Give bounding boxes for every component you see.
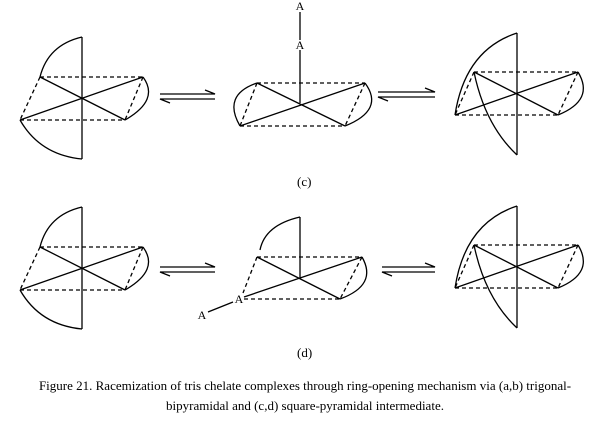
- figure-caption: Figure 21. Racemization of tris chelate …: [0, 376, 610, 416]
- d3-left-edge: [454, 244, 475, 289]
- d3-chelate-arc: [473, 244, 518, 329]
- c1-right-edge: [124, 76, 144, 121]
- atom-label-a: A: [235, 292, 244, 306]
- d1-chelate-arc: [39, 206, 83, 248]
- d1-left-edge: [19, 246, 41, 291]
- atom-label-a: A: [296, 38, 305, 52]
- caption-line-1: Figure 21. Racemization of tris chelate …: [38, 378, 572, 393]
- d2-chelate-arc: [259, 216, 301, 251]
- c3-chelate-arc: [557, 71, 584, 116]
- equilibrium-arrow-d2-reverse: [381, 271, 435, 277]
- c1-left-edge: [19, 76, 41, 121]
- c2-chelate-arc: [233, 82, 258, 127]
- c1-chelate-arc: [39, 36, 83, 78]
- equilibrium-arrow-c1-reverse: [159, 98, 215, 104]
- d1-chelate-arc: [124, 246, 150, 291]
- c1-chelate-arc: [19, 119, 83, 160]
- atom-label-a: A: [198, 308, 207, 322]
- c3-chelate-arc: [454, 32, 518, 116]
- c3-left-edge: [454, 71, 475, 116]
- panel-label-d: (d): [297, 345, 313, 360]
- c2-chelate-arc: [344, 82, 373, 127]
- c2-bond: [239, 82, 366, 127]
- d1-right-edge: [124, 246, 144, 291]
- caption-line-2: bipyramidal and (c,d) square-pyramidal i…: [166, 398, 444, 413]
- equilibrium-arrow-c2-reverse: [377, 96, 435, 102]
- d1-chelate-arc: [19, 289, 83, 330]
- d2-right-edge: [339, 256, 363, 300]
- c2-right-edge: [344, 82, 366, 127]
- d2-chelate-arc: [339, 256, 368, 300]
- d2-left-edge: [242, 256, 258, 294]
- d3-chelate-arc: [557, 244, 584, 289]
- equilibrium-arrow-d1-forward: [160, 262, 216, 268]
- d2-bond: [243, 256, 363, 298]
- equilibrium-arrow-d2-forward: [382, 262, 436, 268]
- panel-label-c: (c): [297, 174, 312, 189]
- equilibrium-arrow-c2-forward: [378, 87, 436, 93]
- d3-chelate-arc: [454, 205, 518, 289]
- d2-a-bond: [207, 301, 234, 313]
- equilibrium-arrow-c1-forward: [160, 89, 216, 95]
- c1-chelate-arc: [124, 76, 150, 121]
- d3-right-edge: [557, 244, 579, 289]
- c3-right-edge: [557, 71, 579, 116]
- atom-label-a: A: [296, 0, 305, 13]
- equilibrium-arrow-d1-reverse: [159, 271, 215, 277]
- c3-chelate-arc: [473, 71, 518, 156]
- c2-left-edge: [239, 82, 258, 127]
